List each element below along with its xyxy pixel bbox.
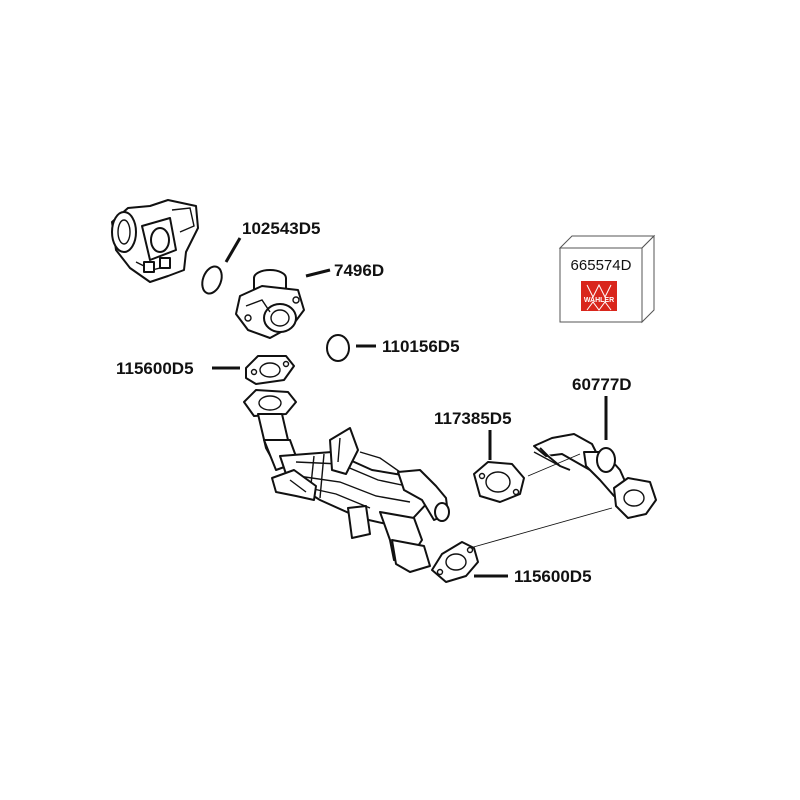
package-part-number: 665574D — [571, 257, 632, 274]
egr-pipe-60777d — [533, 433, 657, 519]
label-102543d5: 102543D5 — [242, 219, 320, 238]
label-117385d5: 117385D5 — [434, 409, 512, 428]
gasket-bottom — [431, 541, 479, 583]
egr-cooler — [243, 389, 450, 573]
label-115600d5-left: 115600D5 — [116, 359, 194, 378]
label-60777d: 60777D — [572, 375, 632, 394]
egr-valve — [235, 269, 305, 339]
gasket-117385d5 — [473, 461, 525, 503]
throttle-body — [111, 199, 199, 283]
label-7496d: 7496D — [334, 261, 384, 280]
o-ring-110156d5 — [326, 334, 350, 362]
label-115600d5-bottom: 115600D5 — [514, 567, 592, 586]
gasket-left — [245, 355, 295, 385]
wahler-logo: WAHLER — [581, 281, 617, 311]
brand-name: WAHLER — [584, 297, 614, 304]
package-box: 665574D WAHLER — [558, 234, 656, 324]
o-ring-102543d5 — [201, 265, 223, 295]
label-110156d5: 110156D5 — [382, 337, 460, 356]
